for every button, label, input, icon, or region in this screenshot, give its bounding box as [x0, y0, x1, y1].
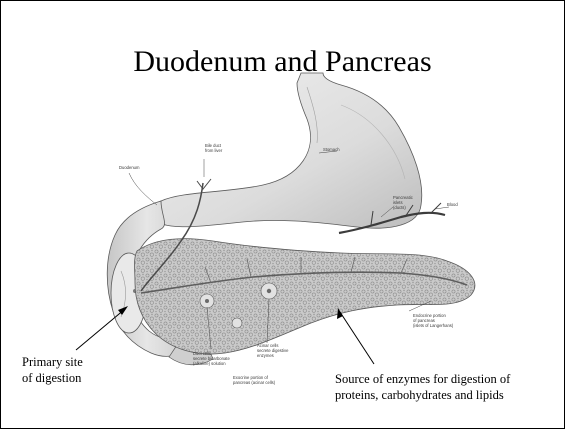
- callout-enzymes: Source of enzymes for digestion of prote…: [335, 371, 510, 403]
- label-blood: Blood: [447, 202, 458, 207]
- label-duodenum: Duodenum: [119, 165, 140, 170]
- label-c-2: pancreas (acinar cells): [233, 380, 276, 385]
- label-d-3: (islets of Langerhans): [413, 323, 454, 328]
- callout-primary-site-line1: Primary site: [22, 354, 83, 370]
- callout-primary-site: Primary site of digestion: [22, 354, 83, 386]
- pancreas-shape: [135, 239, 475, 354]
- arrow-primary-site: [76, 309, 125, 350]
- label-bile-duct-2: from liver: [205, 148, 223, 153]
- callout-enzymes-line2: proteins, carbohydrates and lipids: [335, 387, 510, 403]
- label-pancreatic-3: (ducts): [393, 205, 406, 210]
- arrow-enzymes: [340, 312, 374, 364]
- label-b-3: enzymes: [257, 353, 274, 358]
- callout-enzymes-line1: Source of enzymes for digestion of: [335, 371, 510, 387]
- stomach-shape: [149, 73, 421, 228]
- label-stomach: Stomach: [323, 147, 340, 152]
- callout-primary-site-line2: of digestion: [22, 370, 83, 386]
- label-a-3: (alkaline) solution: [193, 361, 226, 366]
